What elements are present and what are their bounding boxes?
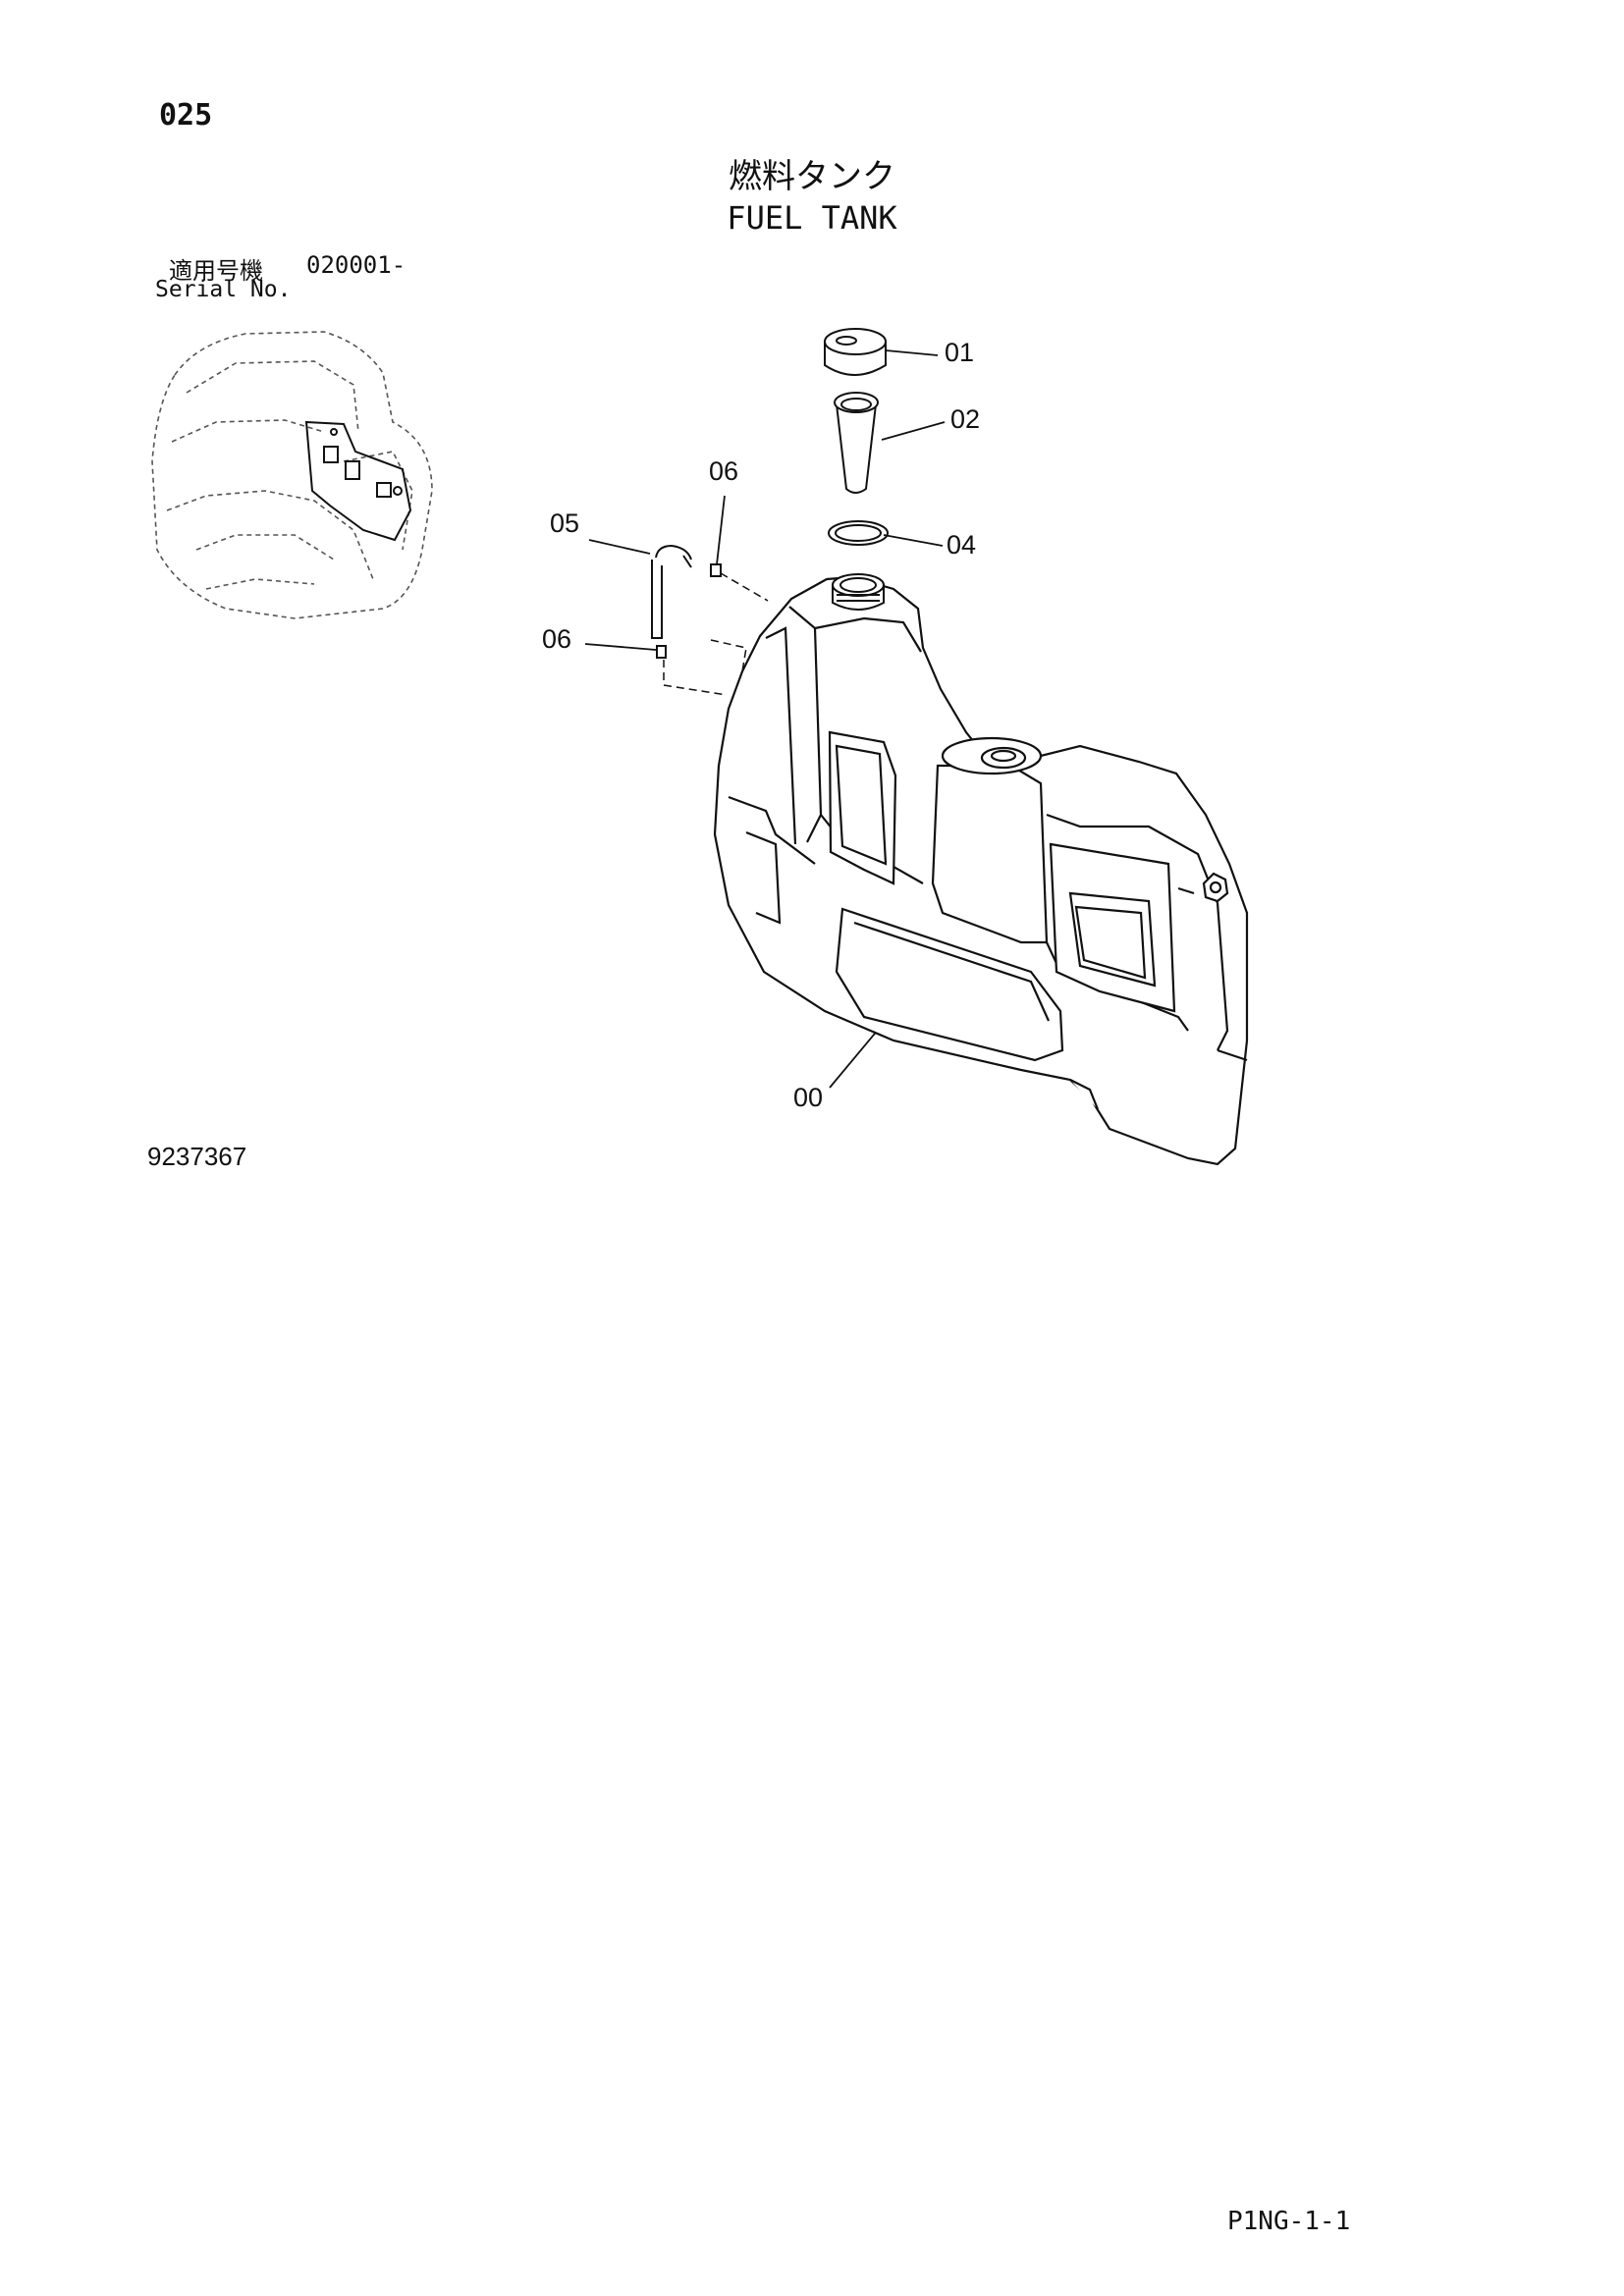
assembly-dashed-guides [663,572,769,708]
callout-05: 05 [550,508,580,538]
part-06-clip-upper [710,563,722,577]
callout-06-upper: 06 [709,456,739,486]
locator-highlight-tank [304,420,412,542]
callout-02: 02 [950,404,981,434]
callout-04: 04 [947,530,977,560]
callout-00: 00 [793,1083,824,1112]
part-01-cap [824,328,887,376]
part-00-fuel-tank [713,575,1249,1166]
title-english: FUEL TANK [727,199,897,237]
part-02-strainer [834,392,879,494]
part-00-filler-neck [832,573,885,611]
serial-label-english: Serial No. [155,277,292,302]
sheet-code: P1NG-1-1 [1227,2207,1351,2236]
title-japanese: 燃料タンク [729,157,895,196]
drawing-number: 9237367 [147,1142,247,1171]
part-06-clip-lower [656,645,667,659]
serial-label-japanese: 適用号機 [169,257,263,285]
locator-thumbnail [151,331,433,619]
page-number: 025 [159,98,213,133]
callout-01: 01 [945,338,975,367]
part-04-gasket [828,520,889,546]
serial-range: 020001- [306,251,406,279]
callout-06-lower: 06 [542,624,572,654]
part-05-hose [651,544,692,639]
